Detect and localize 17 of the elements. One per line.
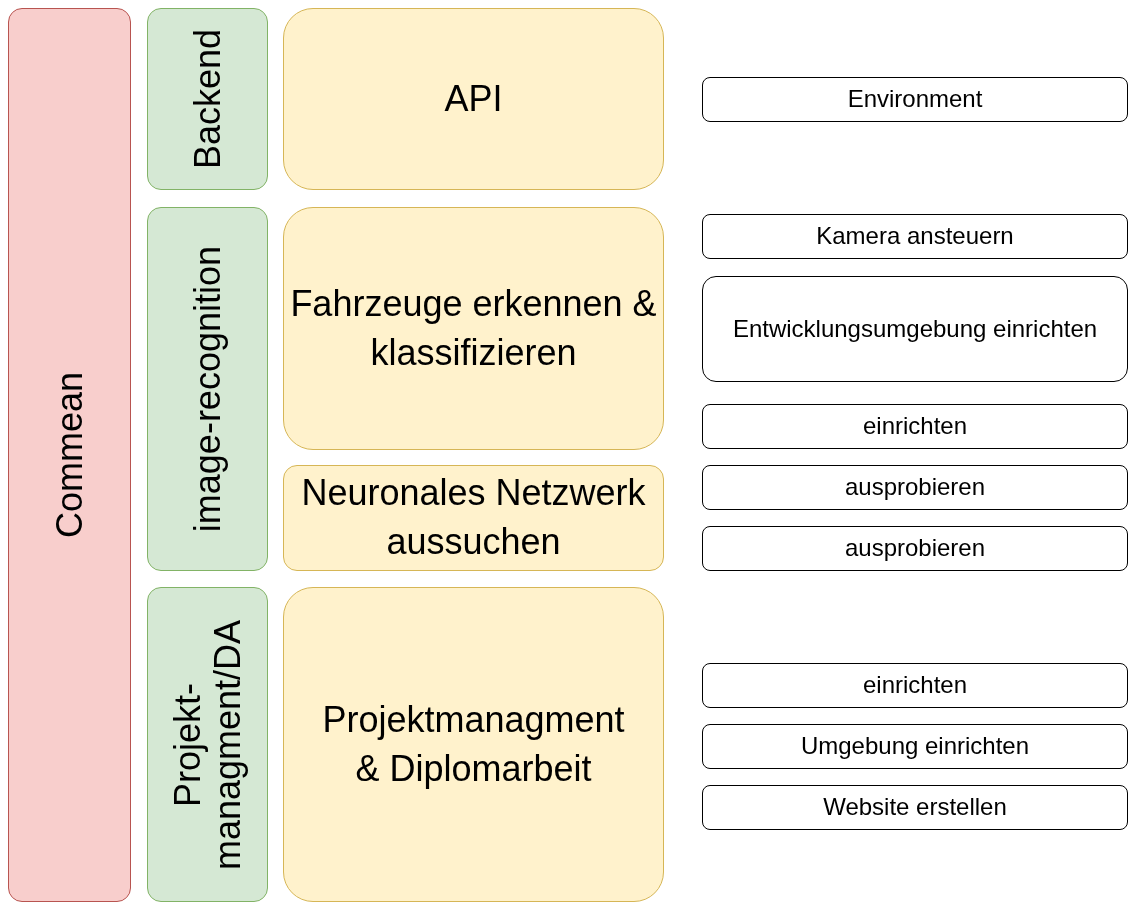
task-block: Neuronales Netzwerk aussuchen <box>283 465 664 571</box>
subtask-box: Kamera ansteuern <box>702 214 1128 259</box>
task-block: API <box>283 8 664 190</box>
subtask-box: einrichten <box>702 404 1128 449</box>
category-band: Projekt- managment/DA <box>147 587 268 902</box>
subtask-box: ausprobieren <box>702 465 1128 510</box>
subtask-box: Website erstellen <box>702 785 1128 830</box>
subtask-box: ausprobieren <box>702 526 1128 571</box>
subtask-box: einrichten <box>702 663 1128 708</box>
group-band: Commean <box>8 8 131 902</box>
subtask-box: Umgebung einrichten <box>702 724 1128 769</box>
subtask-box: Entwicklungsumgebung einrichten <box>702 276 1128 382</box>
subtask-box: Environment <box>702 77 1128 122</box>
task-block: Fahrzeuge erkennen & klassifizieren <box>283 207 664 450</box>
task-block: Projektmanagment & Diplomarbeit <box>283 587 664 902</box>
category-band: Backend <box>147 8 268 190</box>
category-band: image-recognition <box>147 207 268 571</box>
